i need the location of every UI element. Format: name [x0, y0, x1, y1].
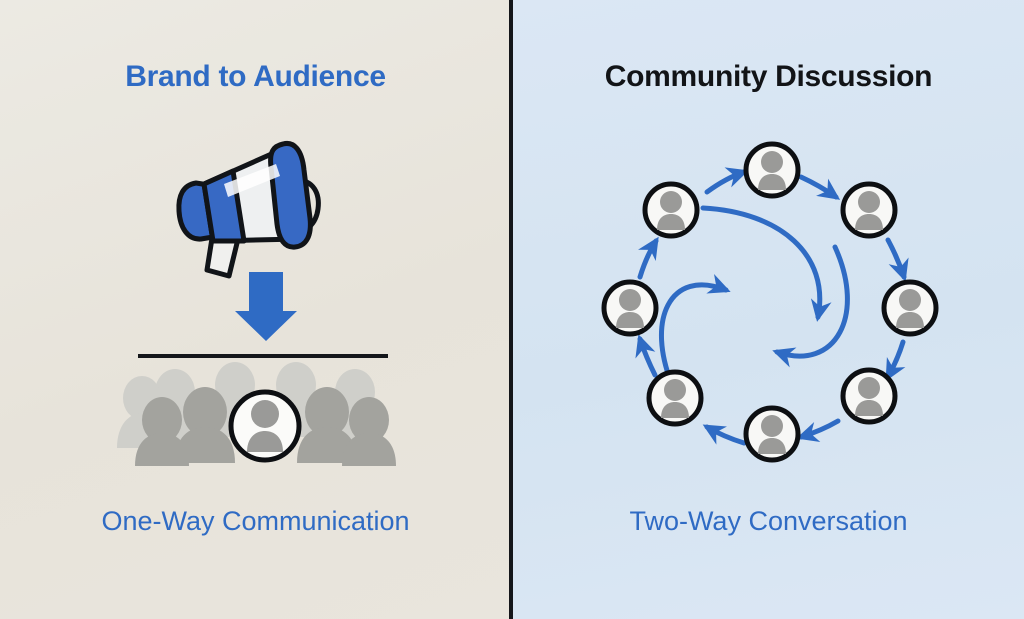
crowd-person-front-3	[135, 397, 189, 466]
participant-avatar-icon-bottom-right	[840, 367, 898, 425]
inner-curved-arrow-icon-1	[700, 205, 832, 322]
participant-avatar-icon-bottom-left	[646, 369, 704, 427]
participant-avatar-icon-top-left	[642, 181, 700, 239]
participant-ring	[601, 141, 939, 463]
ring-arrow-icon-6	[702, 424, 747, 446]
megaphone-icon	[176, 140, 321, 279]
page-title-right: Community Discussion	[604, 60, 933, 93]
crowd-person-front-4	[342, 397, 396, 466]
inner-curved-arrow-icon-2	[772, 244, 850, 368]
participant-avatar-icon-top	[743, 141, 801, 199]
ring-arrow-icon-3	[885, 237, 909, 282]
right-illustration	[601, 141, 939, 463]
ring-arrow-icon-2	[798, 174, 841, 200]
ring-arrow-group	[635, 167, 909, 446]
one-way-communication-panel: Brand to Audience	[0, 0, 511, 619]
participant-avatar-icon-top-right	[840, 181, 898, 239]
ring-arrow-icon-5	[796, 418, 841, 443]
community-discussion-panel: Community Discussion	[513, 0, 1024, 619]
ring-arrow-icon-7	[635, 334, 658, 378]
caption-left: One-Way Communication	[101, 506, 410, 536]
inner-curved-arrow-icon-3	[658, 274, 731, 390]
ring-arrow-icon-8	[637, 236, 659, 280]
crowd-person-front-2	[297, 387, 357, 463]
audience-crowd-icon	[117, 362, 396, 466]
inner-arrow-group	[658, 205, 850, 390]
panel-divider	[509, 0, 513, 619]
down-arrow-icon	[235, 272, 297, 341]
highlighted-listener-avatar	[228, 389, 302, 463]
participant-avatar-icon-left	[601, 279, 659, 337]
caption-right: Two-Way Conversation	[629, 506, 908, 536]
left-illustration	[117, 140, 396, 466]
ring-arrow-icon-4	[885, 339, 906, 382]
page-title-left: Brand to Audience	[125, 60, 386, 93]
crowd-person-front-1	[175, 387, 235, 463]
ring-arrow-icon-1	[704, 167, 749, 195]
participant-avatar-icon-right	[881, 279, 939, 337]
participant-avatar-icon-bottom	[743, 405, 801, 463]
